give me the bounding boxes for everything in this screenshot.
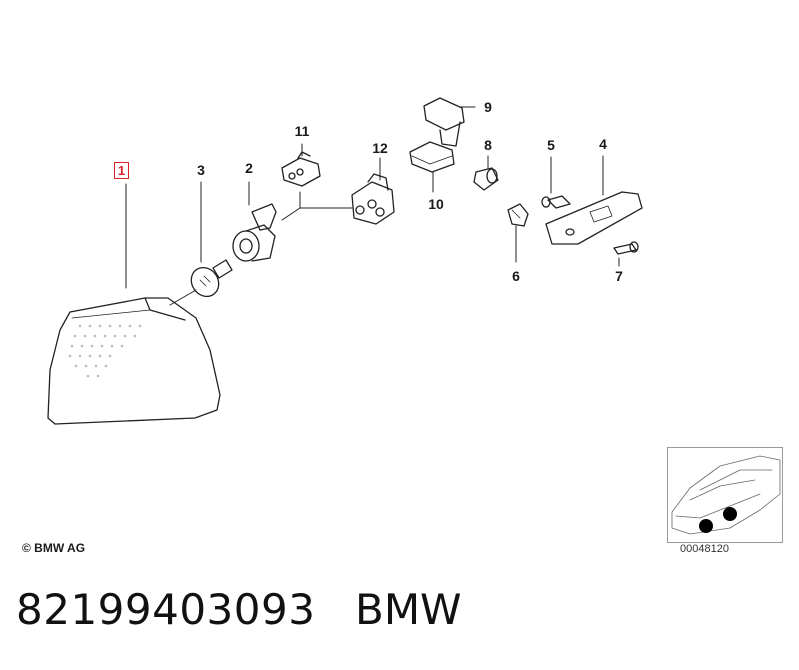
marker-socket [507, 203, 529, 227]
callout-4[interactable]: 4 [599, 136, 607, 152]
side-marker [545, 191, 643, 245]
location-marker [723, 507, 737, 521]
copyright-notice: © BMW AG [22, 541, 86, 555]
bulb-socket [232, 203, 277, 262]
screw [613, 241, 639, 255]
grommet [473, 167, 499, 191]
leader-lines [125, 106, 620, 306]
small-bulb [541, 195, 571, 209]
brand-name: BMW [355, 585, 462, 634]
callout-5[interactable]: 5 [547, 137, 555, 153]
callout-6[interactable]: 6 [512, 268, 520, 284]
corner-indicator-lens [47, 297, 221, 425]
inset-frame [667, 447, 783, 543]
callout-8[interactable]: 8 [484, 137, 492, 153]
inset-car-thumbnail [671, 455, 781, 535]
callout-1[interactable]: 1 [114, 162, 129, 179]
callout-3[interactable]: 3 [197, 162, 205, 178]
location-marker [699, 519, 713, 533]
callout-11[interactable]: 11 [294, 123, 310, 139]
part-number: 82199403093 [16, 585, 316, 634]
round-connector [351, 173, 395, 225]
connector-housing [409, 141, 455, 173]
callout-7[interactable]: 7 [615, 268, 623, 284]
callout-2[interactable]: 2 [245, 160, 253, 176]
connector-11 [281, 151, 321, 187]
plug-9 [423, 97, 465, 147]
callout-10[interactable]: 10 [428, 196, 444, 212]
callout-12[interactable]: 12 [372, 140, 388, 156]
diagram-code: 00048120 [680, 543, 729, 555]
bulb [190, 259, 233, 298]
callout-9[interactable]: 9 [484, 99, 492, 115]
